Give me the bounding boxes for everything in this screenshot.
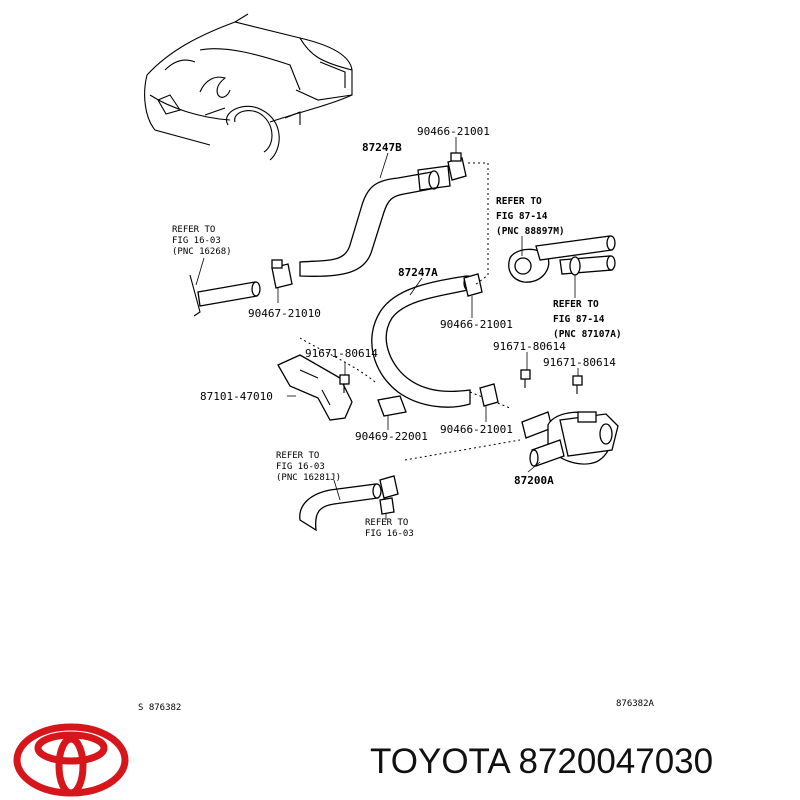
callout-90466-21001-mid: 90466-21001 [440, 318, 513, 331]
callout-90467-21010: 90467-21010 [248, 307, 321, 320]
toyota-logo-icon [13, 723, 129, 797]
refer-note-16268: REFER TO FIG 16-03 (PNC 16268) [172, 225, 232, 257]
car-outline-illustration [144, 13, 353, 161]
diagram-code-left: S 876382 [138, 703, 181, 713]
svg-text:(PNC 87107A): (PNC 87107A) [553, 329, 622, 340]
callout-87200a: 87200A [514, 474, 554, 487]
bolt-91671-c [572, 375, 583, 394]
refer-note-87107a: REFER TO FIG 87-14 (PNC 87107A) [553, 299, 622, 340]
clamp-87247a [463, 273, 483, 297]
callout-87247a: 87247A [398, 266, 438, 279]
refer-note-16281j: REFER TO FIG 16-03 (PNC 16281J) [276, 451, 341, 483]
svg-text:FIG 87-14: FIG 87-14 [553, 314, 605, 325]
callout-90469-22001: 90469-22001 [355, 430, 428, 443]
refer-note-88897m: REFER TO FIG 87-14 (PNC 88897M) [496, 196, 565, 237]
svg-text:(PNC 88897M): (PNC 88897M) [496, 226, 565, 237]
bolt-91671-b [520, 369, 531, 388]
clamp-bottom [379, 475, 399, 499]
leader-lines [195, 137, 579, 520]
callout-87101-47010: 87101-47010 [200, 390, 273, 403]
callout-87247b: 87247B [362, 141, 402, 154]
hose-87247a [371, 275, 473, 408]
svg-text:(PNC 16281J): (PNC 16281J) [276, 473, 341, 483]
hose-87247b [299, 165, 451, 278]
pipe-stub-left [189, 274, 261, 317]
svg-text:(PNC 16268): (PNC 16268) [172, 247, 232, 257]
bracket-87101 [277, 354, 353, 421]
callout-91671-80614-mid: 91671-80614 [493, 340, 566, 353]
clamp-top [447, 152, 467, 181]
clip-90469 [377, 395, 407, 417]
svg-text:REFER TO: REFER TO [553, 299, 599, 310]
svg-text:FIG 16-03: FIG 16-03 [365, 529, 414, 539]
callout-91671-80614-right: 91671-80614 [543, 356, 616, 369]
callout-90466-21001-low: 90466-21001 [440, 423, 513, 436]
lower-hose [299, 483, 382, 532]
brand-part-number-caption: TOYOTA 8720047030 [370, 742, 714, 781]
clamp-lower [479, 383, 499, 407]
callout-90466-21001-top: 90466-21001 [417, 125, 490, 138]
refer-note-16-03-bottom: REFER TO FIG 16-03 [365, 518, 414, 539]
heater-fitting [508, 235, 616, 283]
svg-text:FIG 16-03: FIG 16-03 [276, 462, 325, 472]
diagram-code-right: 876382A [616, 699, 655, 709]
svg-text:FIG 16-03: FIG 16-03 [172, 236, 221, 246]
bolt-91671-a [339, 374, 350, 393]
svg-text:FIG 87-14: FIG 87-14 [496, 211, 548, 222]
svg-text:REFER TO: REFER TO [276, 451, 319, 461]
clamp-left [271, 259, 293, 289]
pipe-bottom [379, 497, 395, 515]
svg-text:REFER TO: REFER TO [172, 225, 215, 235]
callout-91671-80614-left: 91671-80614 [305, 347, 378, 360]
water-valve-87200a [521, 411, 619, 467]
svg-text:REFER TO: REFER TO [496, 196, 542, 207]
svg-text:REFER TO: REFER TO [365, 518, 408, 528]
